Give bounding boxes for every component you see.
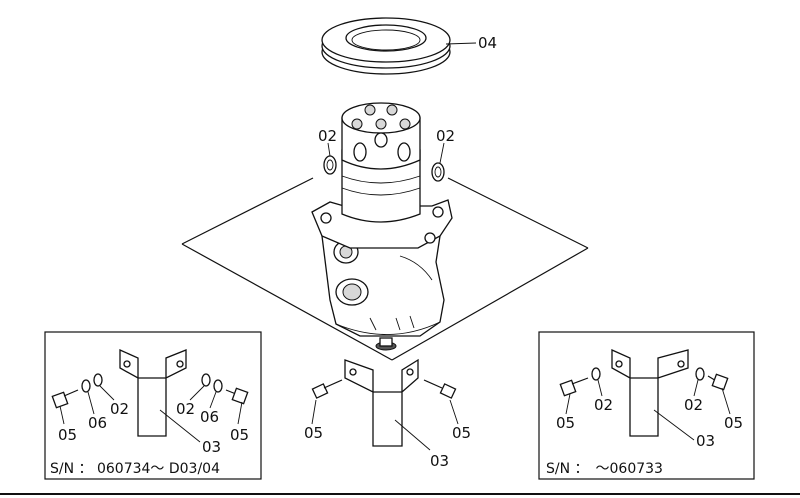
oring-left-part <box>323 155 337 175</box>
leader-line <box>311 399 317 425</box>
callout-left-washer-b: 02 <box>176 400 195 418</box>
callout-center-bolt-right: 05 <box>452 424 471 442</box>
leader-line <box>445 42 477 45</box>
left-inset-frame <box>44 331 262 480</box>
callout-right-washer-a: 02 <box>594 396 613 414</box>
mounting-plane-outline <box>181 177 589 361</box>
leader-line <box>439 142 445 164</box>
leader-line <box>159 409 201 443</box>
callout-left-washer-d: 06 <box>200 408 219 426</box>
right-inset-frame <box>538 331 755 480</box>
callout-center-bracket: 03 <box>430 452 449 470</box>
leader-line <box>565 393 571 415</box>
leader-line <box>693 379 699 397</box>
leader-line <box>87 391 95 415</box>
callout-left-washer-c: 06 <box>88 414 107 432</box>
callout-right-bracket: 03 <box>696 432 715 450</box>
leader-line <box>597 379 603 397</box>
left-inset-washer-b <box>201 373 211 387</box>
leader-line <box>394 419 431 451</box>
center-bracket-part <box>344 358 419 447</box>
leader-line <box>189 385 205 401</box>
oring-right-part <box>431 162 445 182</box>
callout-right-bolt-right: 05 <box>724 414 743 432</box>
center-bolt-left <box>311 379 343 399</box>
leader-line <box>653 409 695 441</box>
callout-seal-ring: 04 <box>478 34 497 52</box>
callout-left-bolt-right: 05 <box>230 426 249 444</box>
swivel-joint-body <box>311 102 453 351</box>
callout-right-washer-b: 02 <box>684 396 703 414</box>
leader-line <box>237 401 243 425</box>
left-inset-bracket-part <box>119 348 187 437</box>
right-inset-washer-a <box>591 367 601 381</box>
callout-oring-right: 02 <box>436 127 455 145</box>
serial-range-left: S/N ： 060734～ D03/04 <box>50 461 220 477</box>
leader-line <box>449 399 459 425</box>
left-inset-washer-a <box>93 373 103 387</box>
leader-line <box>59 405 65 425</box>
serial-range-right: S/N ： ～060733 <box>546 461 663 477</box>
left-inset-bolt-right <box>225 387 249 405</box>
page-bottom-rule <box>0 493 800 495</box>
right-inset-bracket-part <box>611 348 689 437</box>
left-inset-bolt-left <box>51 389 79 409</box>
leader-line <box>99 385 115 401</box>
callout-center-bolt-left: 05 <box>304 424 323 442</box>
center-bolt-right <box>423 379 457 399</box>
callout-left-bracket: 03 <box>202 438 221 456</box>
right-inset-bolt-right <box>707 373 729 391</box>
callout-oring-left: 02 <box>318 127 337 145</box>
right-inset-bolt-left <box>559 377 589 397</box>
callout-right-bolt-left: 05 <box>556 414 575 432</box>
left-inset-washer-c <box>81 379 91 393</box>
seal-ring-part <box>321 17 451 75</box>
callout-left-bolt-left: 05 <box>58 426 77 444</box>
callout-left-washer-a: 02 <box>110 400 129 418</box>
right-inset-washer-b <box>695 367 705 381</box>
leader-line <box>327 142 331 157</box>
leader-line <box>209 391 217 409</box>
leader-line <box>721 387 731 415</box>
left-inset-washer-d <box>213 379 223 393</box>
